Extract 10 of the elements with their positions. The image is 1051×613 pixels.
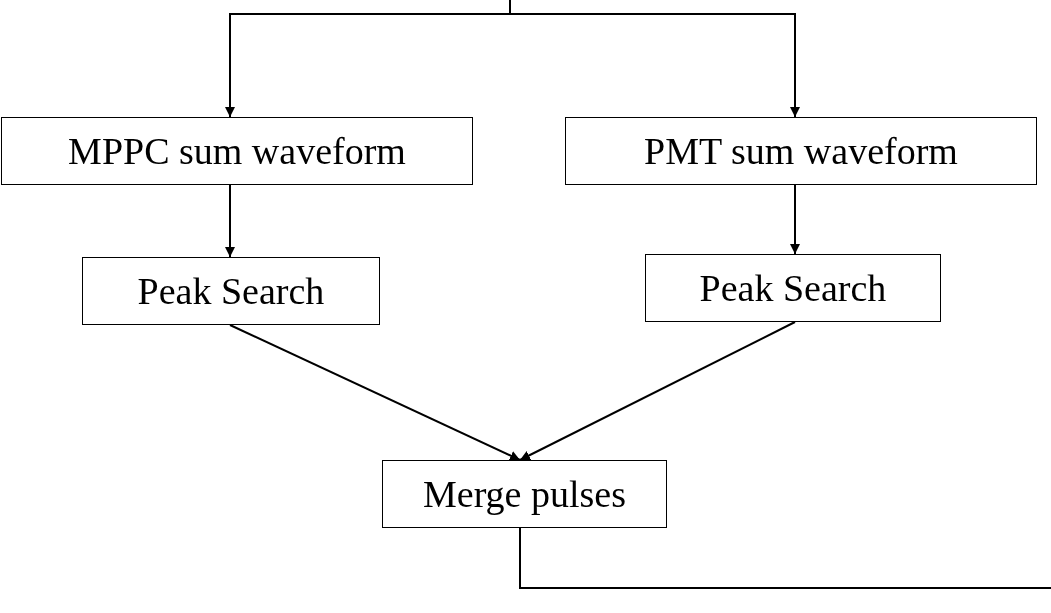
arrow	[225, 184, 235, 258]
arrow	[519, 321, 796, 461]
arrow	[509, 0, 800, 118]
process-box: Peak Search	[82, 257, 380, 325]
process-box: PMT sum waveform	[565, 117, 1037, 185]
arrow	[229, 324, 521, 461]
process-box: Merge pulses	[382, 460, 667, 528]
process-box: Peak Search	[645, 254, 941, 322]
arrow	[790, 184, 800, 255]
process-box: MPPC sum waveform	[1, 117, 473, 185]
